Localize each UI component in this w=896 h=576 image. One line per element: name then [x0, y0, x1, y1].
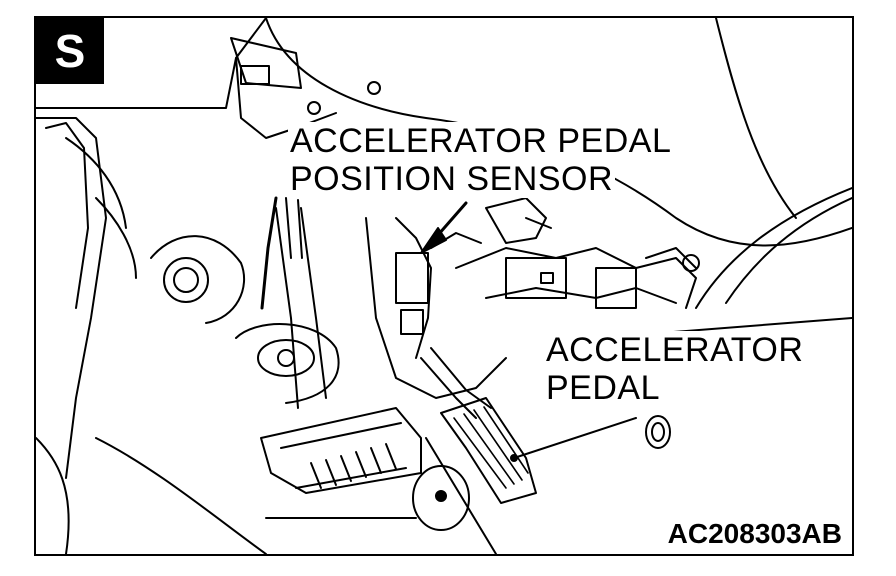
sensor-connector [505, 257, 567, 299]
floor-stopper [412, 465, 470, 531]
left-trim-panel [36, 117, 107, 479]
mounting-bolt [163, 257, 209, 303]
diagram-frame: S ACCELERATOR PEDAL POSITION SENSOR ACCE… [34, 16, 854, 556]
accelerator-pedal-pad [440, 397, 537, 504]
dashboard-outline [36, 18, 267, 109]
section-badge: S [36, 18, 104, 84]
pedal-bracket [365, 217, 507, 399]
brake-pedal-arm [275, 207, 299, 409]
sensor-label-line1: ACCELERATOR PEDAL [288, 122, 674, 160]
pedal-assembly-illustration [36, 18, 852, 554]
accelerator-pedal-arm [420, 357, 477, 419]
pedal-label-line2: PEDAL [544, 369, 662, 407]
sensor-label-line2: POSITION SENSOR [288, 160, 615, 198]
pedal-leader-line [513, 417, 637, 459]
pedal-label-line1: ACCELERATOR [544, 331, 806, 369]
figure-code: AC208303AB [665, 518, 844, 550]
brake-pedal-pad [260, 407, 422, 494]
